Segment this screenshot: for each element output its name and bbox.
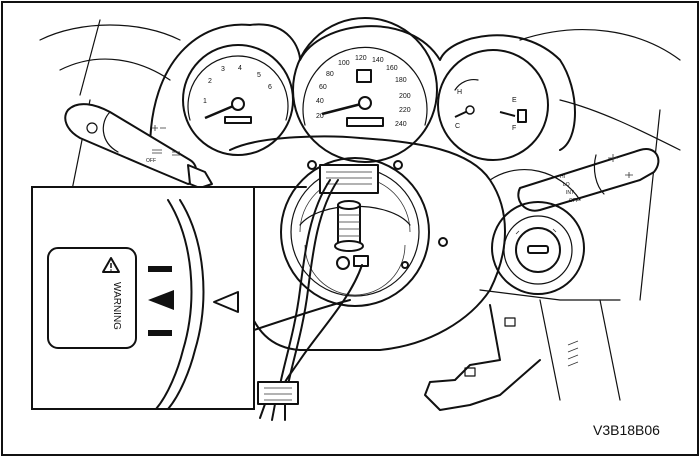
fuel-label-f: F <box>512 125 516 132</box>
dashboard-outline <box>39 19 681 401</box>
speed-tick-160: 160 <box>386 65 398 72</box>
wiper-label-off: OFF <box>569 198 579 204</box>
speed-needle <box>321 101 366 116</box>
tach-tick-6: 6 <box>268 84 272 91</box>
clip-icon <box>464 367 476 377</box>
airbag-connector <box>353 255 369 267</box>
speed-tick-120: 120 <box>355 55 367 62</box>
tach-tick-5: 5 <box>257 72 261 79</box>
clock-spring-assembly <box>280 157 448 307</box>
marker-bar-top <box>148 266 172 272</box>
harness-connector <box>257 381 299 405</box>
tach-tick-3: 3 <box>221 66 225 73</box>
temp-label-h: H <box>457 89 462 96</box>
wiper-label-int: INT <box>566 190 574 196</box>
light-symbol-icon <box>86 122 98 134</box>
screw-icon <box>307 160 317 170</box>
screw-icon <box>393 160 403 170</box>
speedometer: 20 40 60 80 100 120 140 160 180 200 220 … <box>292 17 438 163</box>
warning-triangle-icon <box>102 257 120 273</box>
temp-fuel-gauge: H C E F <box>437 49 549 161</box>
speed-tick-240: 240 <box>395 121 407 128</box>
tachometer-ticks: 1 2 3 4 5 6 <box>203 65 272 105</box>
figure-code: V3B18B06 <box>593 422 660 438</box>
warning-label-text: WARNING <box>111 282 122 330</box>
clock-spring-connector <box>319 164 379 194</box>
ignition-switch <box>491 201 585 295</box>
speed-tick-180: 180 <box>395 77 407 84</box>
speed-tick-60: 60 <box>319 84 327 91</box>
clip-icon <box>504 317 516 327</box>
screw-icon <box>438 237 448 247</box>
fuel-needle <box>499 111 516 117</box>
steering-shaft <box>337 204 361 246</box>
instrument-cluster: 1 2 3 4 5 6 20 40 60 80 100 120 140 <box>149 17 576 163</box>
airbag-wiring-harness <box>257 179 363 421</box>
speed-tick-100: 100 <box>338 60 350 67</box>
marker-bar-bottom <box>148 330 172 336</box>
tach-tick-1: 1 <box>203 98 207 105</box>
horn-contact <box>336 256 350 270</box>
wiper-label-hi: HI <box>560 174 565 180</box>
fuel-label-e: E <box>512 97 517 104</box>
tach-tick-4: 4 <box>238 65 242 72</box>
callout-leaders <box>253 186 351 331</box>
speed-tick-40: 40 <box>316 98 324 105</box>
light-switch-label-off: OFF <box>146 158 156 164</box>
marker-solid-triangle-icon <box>148 290 174 310</box>
speed-tick-140: 140 <box>372 57 384 64</box>
ignition-key-slot <box>527 245 549 254</box>
speed-tick-220: 220 <box>399 107 411 114</box>
screw-icon <box>401 261 409 269</box>
tachometer: 1 2 3 4 5 6 <box>182 44 294 156</box>
speedometer-ticks: 20 40 60 80 100 120 140 160 180 200 220 … <box>316 55 411 128</box>
tach-tick-2: 2 <box>208 78 212 85</box>
temp-label-c: C <box>455 123 460 130</box>
speed-tick-20: 20 <box>316 113 324 120</box>
alignment-arrow-icon <box>213 291 239 313</box>
speed-tick-80: 80 <box>326 71 334 78</box>
steering-column-shroud <box>229 135 581 351</box>
lower-bracket <box>424 304 579 411</box>
fuel-pump-icon <box>517 109 527 123</box>
speed-tick-200: 200 <box>399 93 411 100</box>
warning-label-inset: WARNING <box>31 186 255 410</box>
